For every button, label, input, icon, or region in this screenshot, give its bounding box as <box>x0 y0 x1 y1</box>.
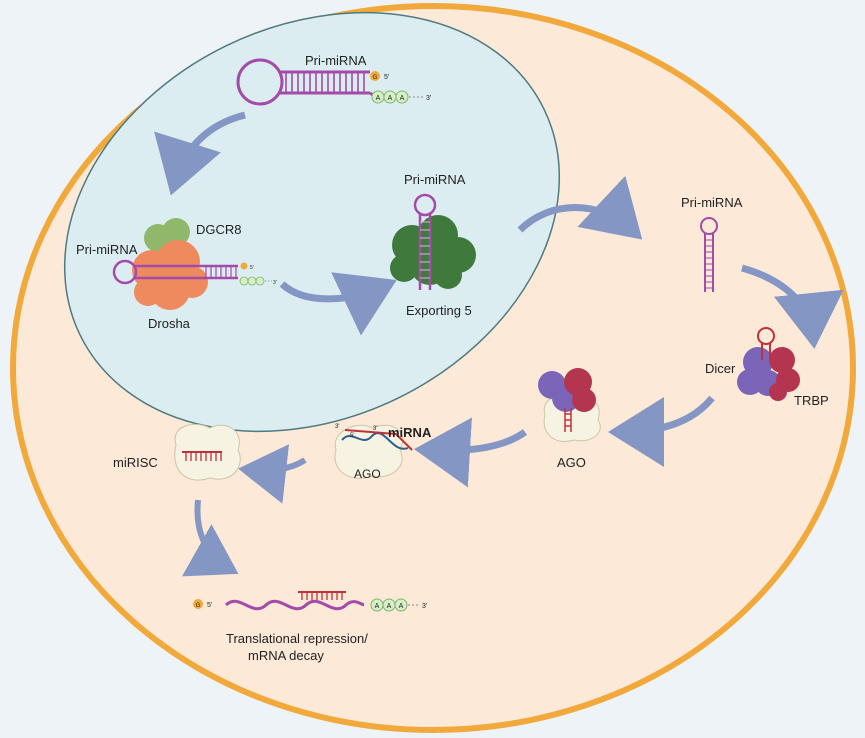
poly-a-tail-mrna: A A A <box>370 598 420 612</box>
label-pri-mirna-cytoplasm: Pri-miRNA <box>681 195 743 210</box>
arrow-nuclear-export <box>517 175 643 240</box>
mirna-duplex-on-ago <box>564 408 572 432</box>
cap-icon-mrna <box>193 599 203 609</box>
pri-mirna-exportin-hairpin <box>413 193 437 290</box>
label-dgcr8: DGCR8 <box>196 222 242 237</box>
svg-text:A: A <box>376 95 381 102</box>
label-dicer: Dicer <box>705 361 736 376</box>
label-repression-line1: Translational repression/ <box>226 631 368 646</box>
five-prime-mark-mrna: 5' <box>207 602 212 609</box>
mirna-bound-to-mrna <box>298 591 346 600</box>
three-prime-mark-drosha: 3' <box>273 280 277 286</box>
mrna-strand <box>224 599 365 611</box>
pri-mirna-cytoplasm-hairpin <box>700 217 718 292</box>
label-repression-line2: mRNA decay <box>248 648 324 663</box>
three-prime-mark-mrna: 3' <box>422 603 427 610</box>
arrow-to-repression <box>181 499 239 577</box>
svg-text:A: A <box>388 95 393 102</box>
mirisc-mirna <box>182 451 222 461</box>
arrow-to-ago-mirna <box>414 417 528 488</box>
arrow-to-exportin <box>279 272 397 336</box>
label-trbp: TRBP <box>794 393 829 408</box>
svg-text:A: A <box>399 603 404 610</box>
nucleus <box>63 11 561 433</box>
trbp-protein-on-ago <box>564 368 596 412</box>
label-ago-middle: AGO <box>354 467 381 481</box>
drosha-protein <box>132 240 208 310</box>
three-prime-mark-top: 3' <box>426 95 431 102</box>
pri-mirna-drosha-hairpin <box>112 259 238 285</box>
five-prime-mark-top: 5' <box>384 74 389 81</box>
cap-icon <box>370 71 380 81</box>
arrow-to-dicer <box>741 264 844 349</box>
svg-text:A: A <box>400 95 405 102</box>
five-prime-mark-ago: 5' <box>350 433 354 439</box>
trbp-protein <box>769 347 800 401</box>
pri-mirna-top-hairpin <box>236 58 377 106</box>
label-ago-right: AGO <box>557 455 586 470</box>
mirna-strand-middle <box>344 429 413 451</box>
arrow-to-ago <box>608 395 715 467</box>
cap-g-mark-mrna: G <box>196 603 201 609</box>
label-pri-mirna-left: Pri-miRNA <box>76 242 138 257</box>
label-exporting-5: Exporting 5 <box>406 303 472 318</box>
label-mirisc: miRISC <box>113 455 158 470</box>
label-pri-mirna-exportin: Pri-miRNA <box>404 172 466 187</box>
label-pri-mirna-top: Pri-miRNA <box>305 53 367 68</box>
label-drosha: Drosha <box>148 316 191 331</box>
poly-a-tail-top: A A A <box>371 90 424 104</box>
three-prime-mark-ago: 3' <box>335 424 339 430</box>
dicer-hairpin <box>757 327 775 360</box>
mrna-strand-middle <box>341 432 409 450</box>
svg-text:A: A <box>387 603 392 610</box>
five-prime-mark-drosha: 5' <box>250 265 254 271</box>
arrow-to-mirisc <box>238 444 307 504</box>
arrow-to-drosha <box>154 111 246 196</box>
cap-g-mark: G <box>373 75 378 81</box>
poly-a-tail-drosha <box>239 276 272 286</box>
svg-text:A: A <box>375 603 380 610</box>
three-prime-mark-ago-2: 3' <box>373 426 377 432</box>
cap-icon-drosha <box>240 262 248 270</box>
label-mirna: miRNA <box>388 425 432 440</box>
